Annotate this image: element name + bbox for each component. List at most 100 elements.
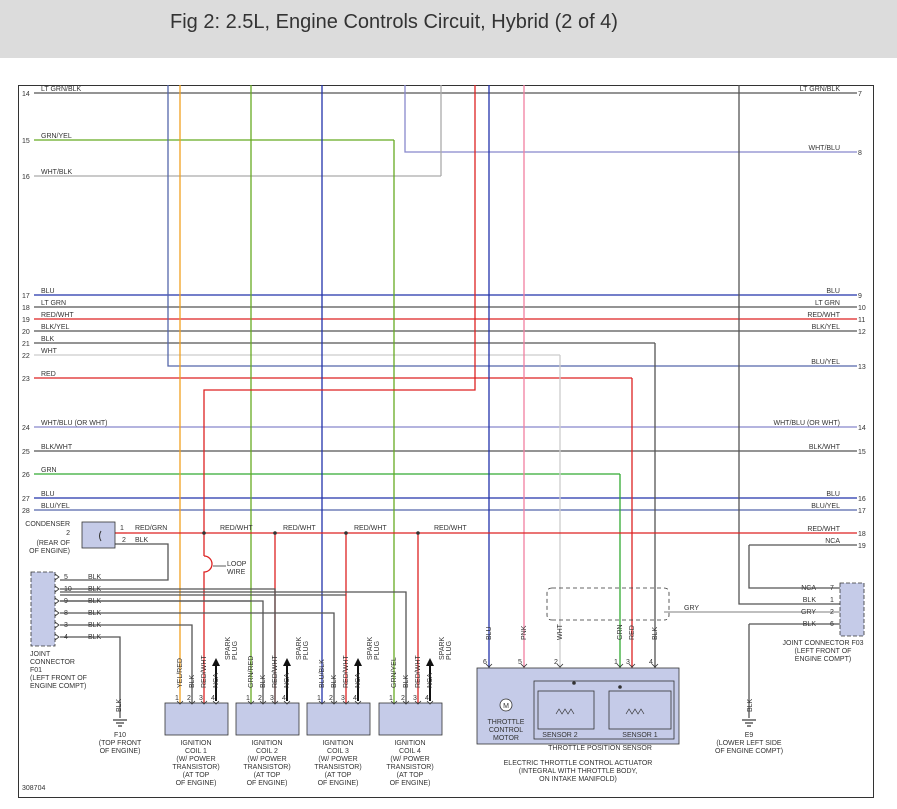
splice-dot — [416, 531, 420, 535]
f01-caption: F01 — [30, 667, 42, 674]
left-wire-label: BLU/YEL — [41, 503, 70, 510]
f01-caption: CONNECTOR — [30, 659, 75, 666]
coil-pin-number: 1 — [175, 695, 179, 702]
spark-plug-label: PLUG — [446, 641, 453, 660]
tps-box — [533, 680, 675, 740]
coil-caption: TRANSISTOR) — [243, 764, 290, 771]
left-pin-number: 23 — [22, 376, 30, 383]
f01-pin-chevron — [54, 621, 60, 629]
f03-wire-label: BLK — [803, 597, 817, 604]
condenser-pin-label: 2 — [66, 530, 70, 537]
f01-pin-number: 5 — [64, 574, 68, 581]
coil-caption: (W/ POWER — [318, 756, 357, 763]
throttle-caption: (INTEGRAL WITH THROTTLE BODY, — [519, 768, 638, 775]
coil-pin-chevron — [318, 700, 326, 705]
spark-plug-label: PLUG — [303, 641, 310, 660]
figure-title: Fig 2: 2.5L, Engine Controls Circuit, Hy… — [170, 11, 618, 33]
left-wire-label: RED — [41, 371, 56, 378]
right-wire-label: LT GRN/BLK — [800, 86, 841, 93]
left-wire-label: BLK — [41, 336, 55, 343]
ignition-coil-1 — [164, 702, 229, 736]
right-pin-number: 15 — [858, 449, 866, 456]
coil-pin-chevron — [342, 700, 350, 705]
coil-pin-chevron — [212, 700, 220, 705]
condenser-wire-label: BLK — [135, 537, 149, 544]
spark-plug-label: SPARK — [367, 636, 374, 660]
sensor1-resistor — [625, 708, 645, 715]
coil-wire-label: BLK — [403, 674, 410, 688]
coil-caption: COIL 1 — [185, 748, 207, 755]
right-pin-number: 7 — [858, 91, 862, 98]
coil-caption: TRANSISTOR) — [172, 764, 219, 771]
loop-wire-label: WIRE — [227, 569, 246, 576]
joint-connector-f03 — [839, 582, 865, 637]
right-wire-label: RED/WHT — [807, 526, 840, 533]
e9-caption: OF ENGINE COMPT) — [715, 748, 783, 755]
coil-pin-number: 2 — [258, 695, 262, 702]
e9-wire-label: BLK — [747, 698, 754, 712]
coil-pin-number: 3 — [341, 695, 345, 702]
throttle-wire-label: WHT — [557, 623, 564, 640]
left-wire-label: LT GRN/BLK — [41, 86, 82, 93]
wire-blk-f03 — [738, 85, 840, 605]
throttle-wire-label: RED — [629, 625, 636, 640]
wire-red-loop — [203, 85, 476, 533]
left-wire-label: RED/WHT — [41, 312, 74, 319]
coil-pin-number: 2 — [329, 695, 333, 702]
f01-wire-label: BLK — [88, 634, 102, 641]
coil-caption: (AT TOP — [183, 772, 210, 779]
coil-pin-chevron — [330, 700, 338, 705]
red-wht-bus-label: RED/WHT — [354, 525, 387, 532]
spark-plug-arrow — [283, 658, 291, 666]
coil-pin-chevron — [354, 700, 362, 705]
coil-pin-number: 2 — [401, 695, 405, 702]
coil-pin-number: 3 — [413, 695, 417, 702]
right-wire-label: BLK/YEL — [812, 324, 841, 331]
left-pin-number: 26 — [22, 472, 30, 479]
f01-wire-label: BLK — [88, 622, 102, 629]
f10-caption: F10 — [114, 732, 126, 739]
f03-caption: (LEFT FRONT OF — [795, 648, 852, 655]
f01-wire-label: BLK — [88, 574, 102, 581]
coil-pin-number: 4 — [282, 695, 286, 702]
coil-pin-number: 1 — [317, 695, 321, 702]
f01-wire-label: BLK — [88, 610, 102, 617]
coil-caption: OF ENGINE) — [390, 780, 431, 787]
coil-wire-label: BLK — [331, 674, 338, 688]
throttle-pin-number: 5 — [518, 659, 522, 666]
coil-caption: (W/ POWER — [176, 756, 215, 763]
coil-wire-label: YEL/RED — [177, 658, 184, 688]
throttle-pin-number: 4 — [649, 659, 653, 666]
throttle-wire-label: BLU — [486, 626, 493, 640]
condenser-pin-number: 1 — [120, 525, 124, 532]
left-pin-number: 25 — [22, 449, 30, 456]
coil-wire-label: RED/WHT — [201, 655, 208, 688]
left-pin-number: 15 — [22, 138, 30, 145]
spark-plug-arrow — [426, 658, 434, 666]
coil-pin-chevron — [271, 700, 279, 705]
joint-connector-f01 — [30, 571, 56, 647]
diagram-frame — [18, 85, 874, 798]
f01-caption: JOINT — [30, 651, 51, 658]
coil-pin-chevron — [188, 700, 196, 705]
coil-caption: OF ENGINE) — [318, 780, 359, 787]
f03-pin-number: 7 — [830, 585, 834, 592]
f01-pin-number: 10 — [64, 586, 72, 593]
wire-wht-blu-right — [404, 85, 857, 153]
coil-caption: COIL 4 — [399, 748, 421, 755]
f01-pin-number: 8 — [64, 610, 68, 617]
coil-caption: (AT TOP — [397, 772, 424, 779]
throttle-wire-label: GRN — [617, 624, 624, 640]
left-wire-label: WHT/BLK — [41, 169, 72, 176]
coil-wire-label: BLU/BLK — [319, 659, 326, 688]
coil-pin-chevron — [176, 700, 184, 705]
sensor1-label: SENSOR 1 — [622, 732, 658, 739]
coil-pin-chevron — [247, 700, 255, 705]
right-pin-number: 17 — [858, 508, 866, 515]
throttle-pin-chevron — [616, 663, 624, 668]
left-pin-number: 17 — [22, 293, 30, 300]
coil-pin-number: 4 — [425, 695, 429, 702]
coil-pin-number: 1 — [389, 695, 393, 702]
coil-wire-label: NCA — [284, 673, 291, 688]
coil-caption: IGNITION — [180, 740, 211, 747]
